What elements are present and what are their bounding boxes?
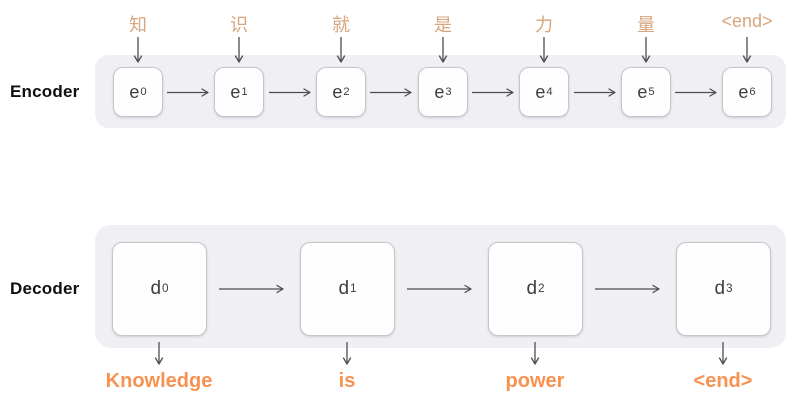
cell-label: e (230, 81, 241, 102)
cell-label: e (434, 81, 445, 102)
decoder-strip (95, 225, 786, 348)
encoder-input-token: 知 (129, 15, 147, 35)
cell-label: e (129, 81, 140, 102)
decoder-output-token: is (338, 370, 356, 392)
cell-label: d (150, 278, 162, 299)
cell-label: e (738, 81, 749, 102)
encoder-input-token: 识 (230, 15, 248, 35)
cell-label: e (332, 81, 343, 102)
cell-label: e (535, 81, 546, 102)
encoder-label: Encoder (10, 82, 80, 101)
cell-label: d (714, 278, 726, 299)
encoder-input-token: <end> (721, 11, 773, 31)
cell-label: e (637, 81, 648, 102)
decoder-label: Decoder (10, 279, 80, 298)
decoder-output-token: <end> (693, 370, 753, 392)
decoder-output-token: power (505, 370, 565, 392)
decoder-output-token: Knowledge (105, 370, 213, 392)
cell-label: d (338, 278, 350, 299)
encoder-input-token: 就 (332, 15, 350, 35)
encoder-input-token: 是 (434, 15, 452, 35)
encoder-input-token: 量 (637, 15, 655, 35)
cell-label: d (526, 278, 538, 299)
encoder-input-token: 力 (535, 15, 553, 35)
